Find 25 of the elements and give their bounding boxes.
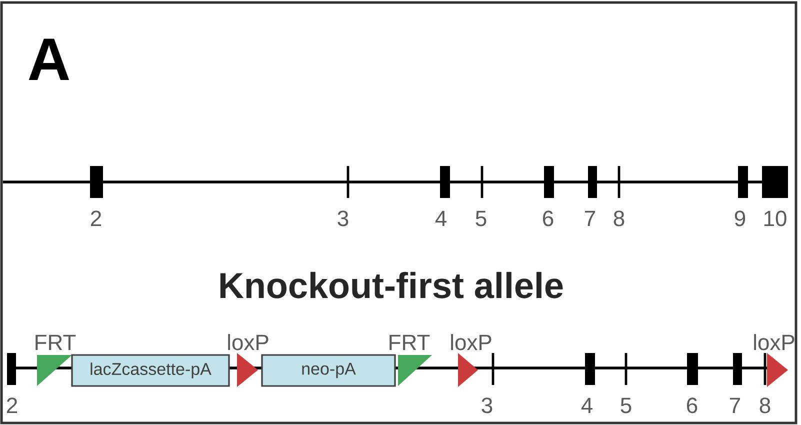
exon-number: 2: [91, 210, 102, 226]
panel-letter: A: [28, 38, 70, 80]
site-label: FRT: [390, 334, 430, 350]
site-label: loxP: [228, 334, 268, 350]
allele-heading: Knockout-first allele: [220, 272, 563, 298]
site-label: loxP: [451, 334, 492, 350]
exon-number: 5: [476, 210, 486, 226]
exon-number: 4: [581, 398, 592, 413]
site-label: FRT: [36, 334, 76, 350]
exon-number: 5: [620, 398, 632, 414]
exon-number: 8: [760, 398, 770, 414]
exon-number: 6: [687, 398, 698, 414]
cassette-box: lacZcassette-pA: [71, 354, 230, 387]
exon-number: 3: [482, 398, 492, 414]
exon-number: 9: [734, 210, 746, 226]
exon-number: 4: [435, 210, 446, 226]
exon-number: 7: [730, 398, 740, 413]
cassette-box: neo-pA: [261, 354, 396, 387]
exon-number: 6: [543, 210, 554, 226]
exon-number: 2: [7, 398, 18, 413]
exon-number: 7: [585, 210, 596, 226]
exon-number: 8: [614, 210, 624, 226]
exon-number: 10: [764, 210, 786, 226]
exon-number: 3: [338, 210, 348, 226]
site-label: loxP: [754, 334, 794, 350]
